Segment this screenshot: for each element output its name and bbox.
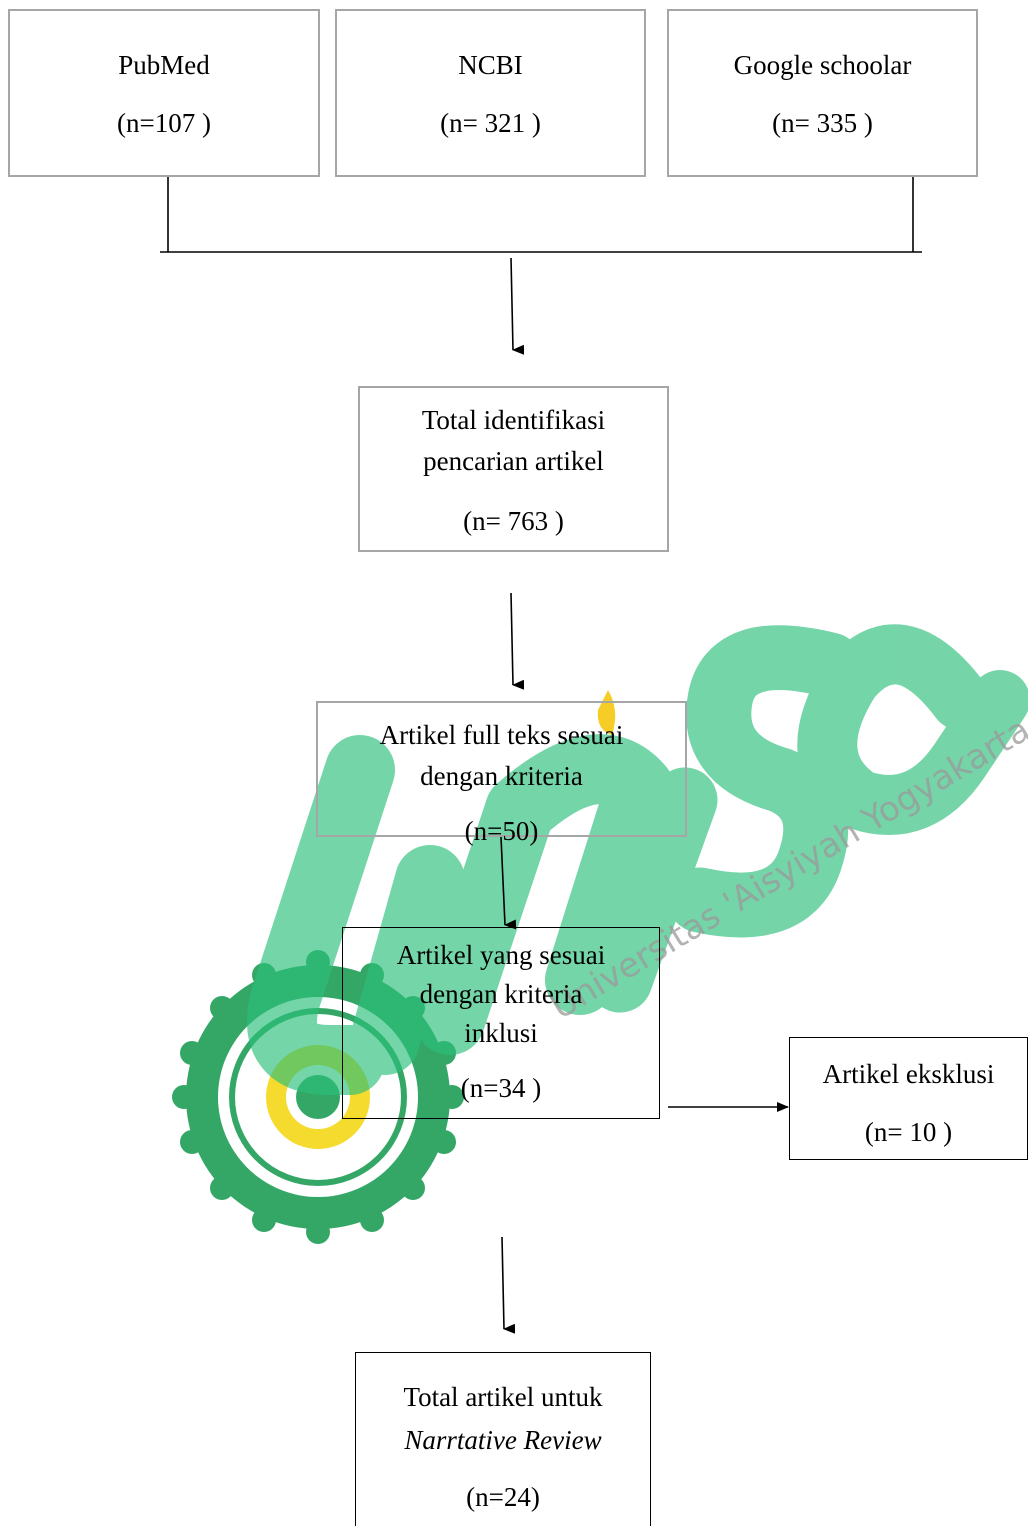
- final-line1: Total artikel untuk: [403, 1382, 603, 1412]
- source-box-ncbi: NCBI (n= 321 ): [335, 9, 646, 177]
- inclusion-line2: dengan kriteria: [419, 979, 583, 1009]
- fulltext-line2: dengan kriteria: [420, 761, 583, 791]
- source-name: Google schoolar: [733, 50, 912, 80]
- identification-box: Total identifikasi pencarian artikel (n=…: [358, 386, 669, 552]
- fulltext-line1: Artikel full teks sesuai: [379, 720, 624, 750]
- inclusion-box: Artikel yang sesuai dengan kriteria inkl…: [342, 927, 660, 1119]
- exclusion-box: Artikel eksklusi (n= 10 ): [789, 1037, 1028, 1160]
- source-count: (n= 321 ): [440, 108, 541, 138]
- fulltext-box: Artikel full teks sesuai dengan kriteria…: [316, 701, 687, 846]
- final-box: Total artikel untuk Narrtative Review (n…: [355, 1352, 651, 1526]
- arrow-to-inclusion: [500, 836, 517, 930]
- source-box-pubmed: PubMed (n=107 ): [8, 9, 320, 177]
- source-count: (n= 335 ): [772, 108, 873, 138]
- source-name: PubMed: [118, 50, 210, 80]
- exclusion-line1: Artikel eksklusi: [822, 1059, 995, 1089]
- source-box-google-scholar: Google schoolar (n= 335 ): [667, 9, 978, 177]
- identification-line2: pencarian artikel: [423, 446, 604, 476]
- fulltext-count: (n=50): [464, 816, 539, 846]
- inclusion-line1: Artikel yang sesuai: [396, 940, 606, 970]
- arrow-to-identification: [510, 257, 525, 355]
- final-line2: Narrtative Review: [404, 1425, 602, 1455]
- source-count: (n=107 ): [117, 108, 211, 138]
- arrow-to-fulltext: [510, 592, 525, 690]
- identification-line1: Total identifikasi: [421, 405, 606, 435]
- arrow-to-final: [501, 1236, 516, 1334]
- final-count: (n=24): [466, 1482, 540, 1512]
- inclusion-count: (n=34 ): [460, 1073, 542, 1103]
- exclusion-count: (n= 10 ): [864, 1117, 953, 1147]
- source-name: NCBI: [458, 50, 523, 80]
- identification-count: (n= 763 ): [463, 506, 564, 536]
- inclusion-line3: inklusi: [464, 1018, 538, 1048]
